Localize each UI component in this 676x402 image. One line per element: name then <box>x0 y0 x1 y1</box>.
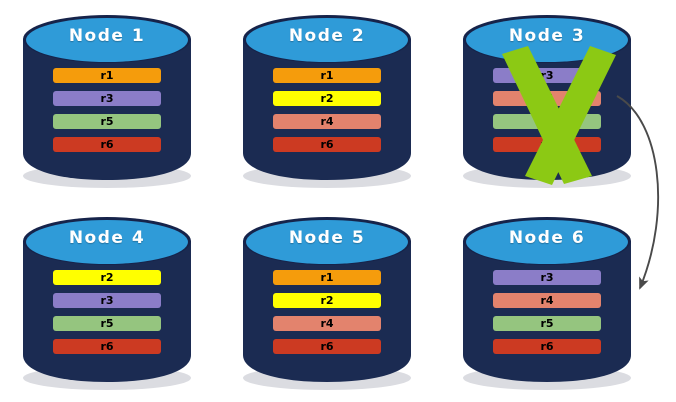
replica-bar-r2[interactable]: r2 <box>53 270 161 285</box>
replica-bar-r6[interactable]: r6 <box>493 137 601 152</box>
replica-bar-r2[interactable]: r2 <box>273 91 381 106</box>
replica-list: r1 r2 r4 r6 <box>273 270 381 362</box>
replica-bar-r4[interactable]: r4 <box>273 316 381 331</box>
replica-bar-r5[interactable]: r5 <box>493 114 601 129</box>
replica-bar-r3[interactable]: r3 <box>493 270 601 285</box>
replica-bar-r5[interactable]: r5 <box>53 114 161 129</box>
replica-bar-r3[interactable]: r3 <box>53 91 161 106</box>
replica-bar-r1[interactable]: r1 <box>273 68 381 83</box>
replica-bar-r1[interactable]: r1 <box>273 270 381 285</box>
replica-list: r1 r2 r4 r6 <box>273 68 381 160</box>
replica-list: r3 r4 r5 r6 <box>493 68 601 160</box>
replica-list: r3 r4 r5 r6 <box>493 270 601 362</box>
replica-bar-r1[interactable]: r1 <box>53 68 161 83</box>
replica-bar-r3[interactable]: r3 <box>493 68 601 83</box>
replica-bar-r6[interactable]: r6 <box>53 339 161 354</box>
replica-bar-r3[interactable]: r3 <box>53 293 161 308</box>
replica-bar-r6[interactable]: r6 <box>53 137 161 152</box>
replica-bar-r4[interactable]: r4 <box>493 293 601 308</box>
replica-bar-r4[interactable]: r4 <box>493 91 601 106</box>
replica-bar-r5[interactable]: r5 <box>493 316 601 331</box>
replica-bar-r4[interactable]: r4 <box>273 114 381 129</box>
replica-list: r1 r3 r5 r6 <box>53 68 161 160</box>
replica-list: r2 r3 r5 r6 <box>53 270 161 362</box>
replica-bar-r6[interactable]: r6 <box>273 137 381 152</box>
replica-bar-r6[interactable]: r6 <box>493 339 601 354</box>
replica-bar-r6[interactable]: r6 <box>273 339 381 354</box>
replica-bar-r5[interactable]: r5 <box>53 316 161 331</box>
replica-bar-r2[interactable]: r2 <box>273 293 381 308</box>
